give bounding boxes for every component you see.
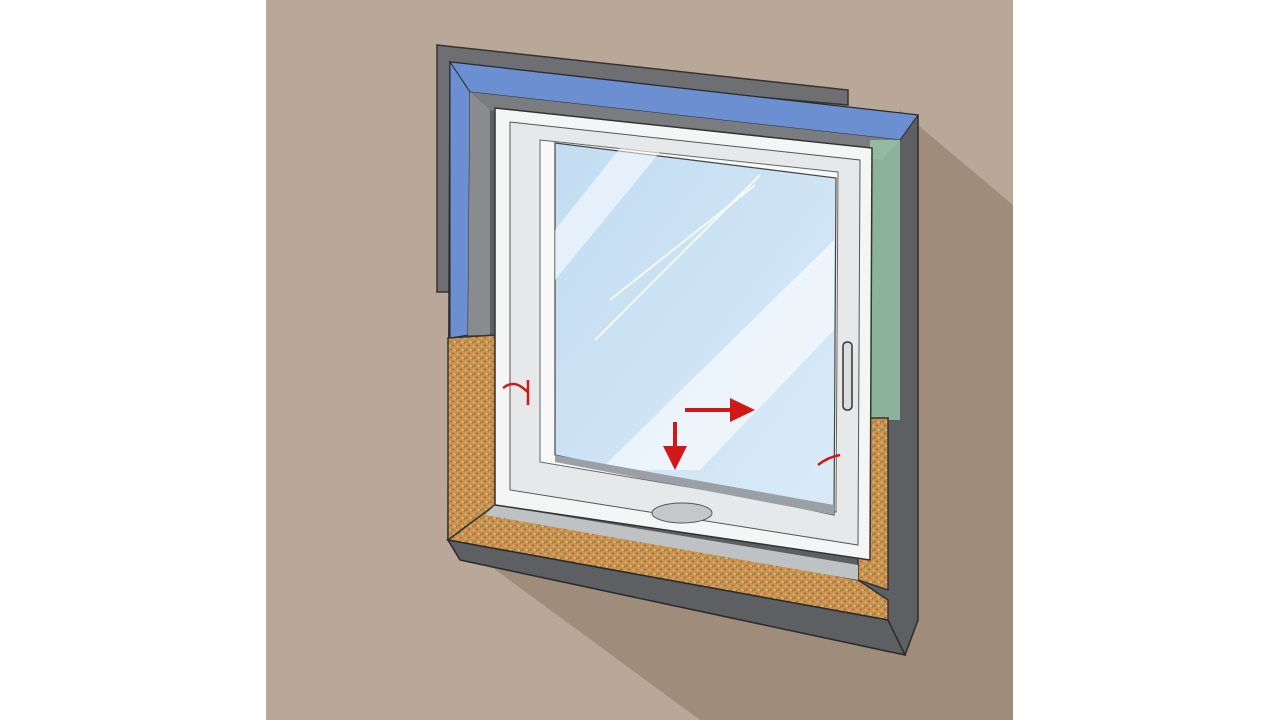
sill-surface (485, 505, 858, 580)
seal-strip (870, 140, 900, 420)
arrow-down-icon (663, 422, 687, 470)
handle-icon (842, 341, 853, 411)
inner-recess-left (468, 92, 490, 335)
drain-slot (651, 502, 713, 524)
foam-left (447, 334, 496, 542)
left-flashing (449, 60, 471, 339)
arrow-right-icon (685, 398, 755, 422)
bottom-rail (555, 455, 834, 515)
air-leak-marker-right (817, 453, 841, 466)
sill-edge (446, 538, 907, 657)
glass-reflection-band (600, 240, 834, 470)
glass-reflection (555, 148, 660, 280)
air-leak-marker-left (502, 380, 530, 405)
glare-line (609, 184, 756, 301)
